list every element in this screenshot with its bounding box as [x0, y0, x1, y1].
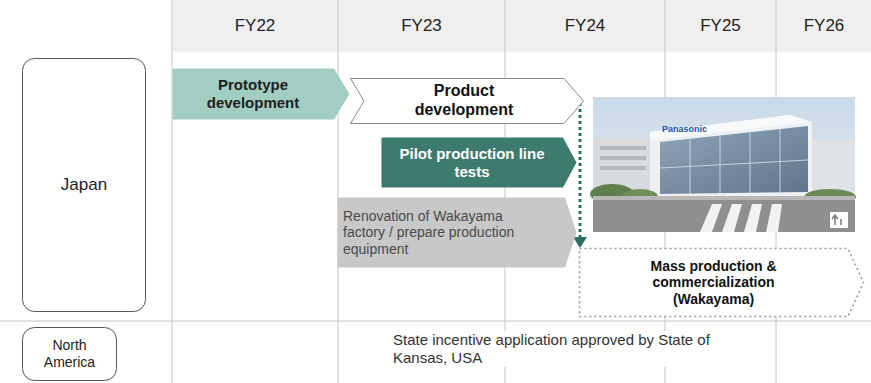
node-label: Pilot production line tests	[386, 145, 558, 180]
node-label: Renovation of Wakayama factory / prepare…	[343, 208, 523, 258]
dotted-arrow	[573, 103, 587, 248]
node-label: Prototype development	[181, 76, 326, 111]
phase-arrow: Mass production & commercialization (Wak…	[579, 248, 864, 317]
year-header: FY24	[506, 0, 664, 52]
text-group: Product development	[404, 82, 524, 120]
text-group: Renovation of Wakayama factory / prepare…	[343, 208, 523, 258]
row-divider	[0, 321, 871, 322]
node-label: FY24	[565, 16, 606, 36]
text-group: Japan	[61, 175, 107, 195]
header-band	[173, 0, 871, 52]
year-header: FY23	[339, 0, 504, 52]
text-group: Mass production & commercialization (Wak…	[624, 258, 804, 308]
building-sign: Panasonic	[662, 124, 707, 135]
note-text: State incentive application approved by …	[390, 331, 718, 367]
column-divider	[338, 0, 339, 383]
node-label: FY25	[700, 16, 741, 36]
node-label: FY26	[804, 16, 845, 36]
text-group: FY26	[804, 16, 845, 36]
year-header: FY22	[173, 0, 337, 52]
column-divider	[172, 0, 173, 383]
node-label: Japan	[61, 175, 107, 195]
text-group: Prototype development	[181, 76, 326, 111]
factory-photo	[590, 97, 856, 232]
region-box: Japan	[22, 58, 146, 312]
column-divider	[505, 0, 506, 383]
text-group: North America	[29, 337, 111, 370]
year-header: FY26	[777, 0, 871, 52]
node-label: North America	[29, 337, 111, 370]
text-group: FY25	[700, 16, 741, 36]
node-label: Product development	[404, 82, 524, 120]
text-group: FY22	[235, 16, 276, 36]
text-group: FY24	[565, 16, 606, 36]
node-label: Mass production & commercialization (Wak…	[624, 258, 804, 308]
node-label: FY23	[401, 16, 442, 36]
node-label: FY22	[235, 16, 276, 36]
phase-arrow: Product development	[350, 78, 584, 124]
text-group: FY23	[401, 16, 442, 36]
region-box: North America	[22, 327, 117, 381]
text-group: Pilot production line tests	[386, 145, 558, 180]
phase-arrow: Prototype development	[172, 68, 350, 120]
phase-arrow: Pilot production line tests	[381, 137, 577, 188]
phase-arrow: Renovation of Wakayama factory / prepare…	[337, 197, 577, 268]
year-header: FY25	[666, 0, 775, 52]
